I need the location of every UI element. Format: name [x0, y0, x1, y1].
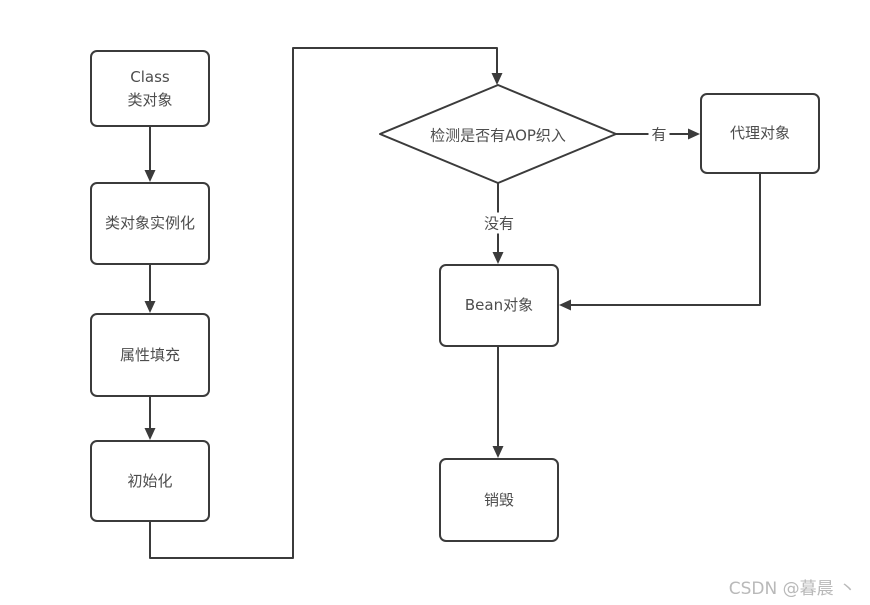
edge-label-no: 没有: [480, 212, 518, 234]
arrowhead-left-icon: [559, 299, 571, 311]
node-init: 初始化: [90, 440, 210, 522]
arrowhead-down-icon: [144, 301, 156, 313]
node-property-fill: 属性填充: [90, 313, 210, 397]
arrowhead-down-icon: [144, 170, 156, 182]
node-class-object-label-line1: Class: [130, 68, 170, 86]
arrowhead-down-icon: [492, 446, 504, 458]
node-property-fill-label: 属性填充: [119, 345, 180, 364]
node-class-object-label-line2: 类对象: [127, 90, 173, 109]
node-class-object: Class 类对象: [90, 50, 210, 127]
node-bean-object: Bean对象: [439, 264, 559, 347]
decision-diamond-label: 检测是否有AOP织入: [430, 126, 566, 145]
node-init-label: 初始化: [127, 471, 173, 490]
node-bean-object-label: Bean对象: [464, 296, 534, 315]
node-proxy-object: 代理对象: [700, 93, 820, 174]
arrowhead-down-icon: [144, 428, 156, 440]
arrowhead-right-icon: [688, 128, 700, 140]
connector-proxy-to-bean: [569, 174, 761, 306]
connector-init-to-aop-check: [149, 47, 498, 559]
node-destroy-label: 销毁: [483, 490, 514, 509]
node-proxy-object-label: 代理对象: [729, 124, 790, 143]
node-instantiate: 类对象实例化: [90, 182, 210, 265]
csdn-watermark: CSDN @暮晨 丶: [728, 579, 856, 599]
edge-label-yes: 有: [648, 123, 670, 145]
arrowhead-down-icon: [492, 252, 504, 264]
decision-diamond-aop-check: [379, 84, 617, 184]
node-instantiate-label: 类对象实例化: [104, 214, 195, 233]
node-destroy: 销毁: [439, 458, 559, 542]
arrowhead-down-icon: [491, 73, 503, 85]
